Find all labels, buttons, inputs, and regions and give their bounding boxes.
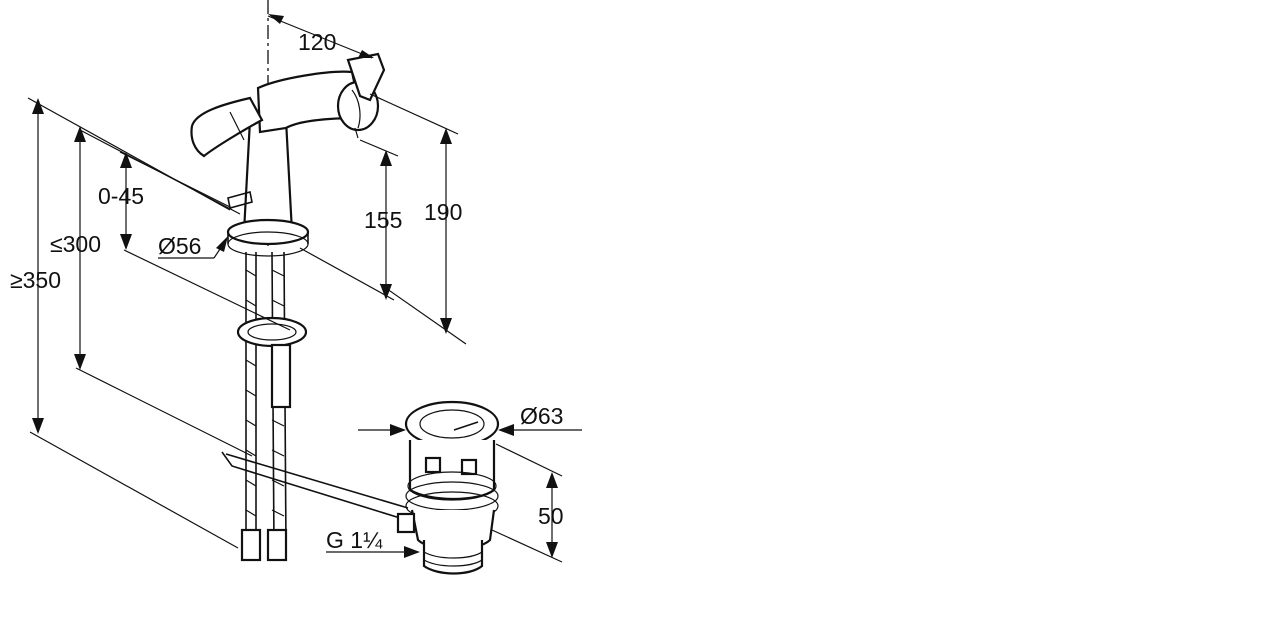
faucet-body [190, 0, 409, 562]
thread-size-label: G 1¼ [326, 527, 383, 553]
spout-height-label: 155 [364, 207, 402, 233]
waste-height-label: 50 [538, 503, 564, 529]
max-length-label: ≤300 [50, 231, 101, 257]
min-clearance-label: ≥350 [10, 267, 61, 293]
waste-diameter-label: Ø63 [520, 403, 563, 429]
dimension-lines [27, 14, 582, 563]
spout-reach-label: 120 [298, 29, 336, 55]
total-height-label: 190 [424, 199, 462, 225]
waste-fitting [396, 400, 500, 575]
base-diameter-label: Ø56 [158, 233, 201, 259]
lever-range-label: 0-45 [98, 183, 144, 209]
